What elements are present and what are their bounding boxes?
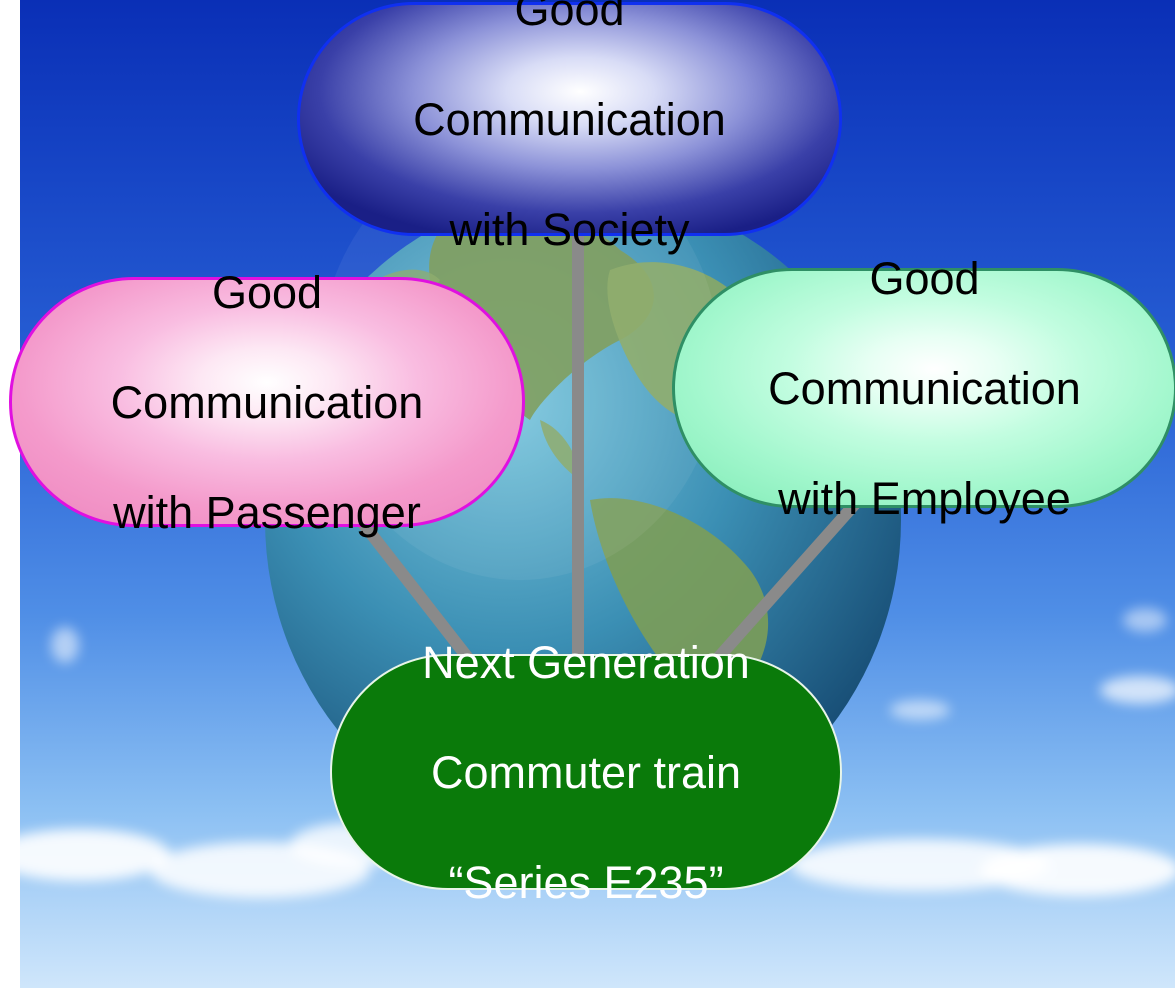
node-train-line-1: Next Generation <box>422 636 750 688</box>
connector-lines <box>357 232 860 662</box>
node-society-line-1: Good <box>514 0 625 35</box>
connector-train-employee <box>713 500 860 662</box>
node-employee-line-2: Communication <box>768 362 1081 414</box>
node-train: Next Generation Commuter train “Series E… <box>330 637 842 908</box>
node-train-text: Next Generation Commuter train “Series E… <box>422 580 750 965</box>
connector-train-passenger <box>357 518 473 662</box>
node-society-text: Good Communication with Society <box>413 0 726 312</box>
node-passenger-line-3: with Passenger <box>113 486 421 538</box>
node-society-line-3: with Society <box>449 203 690 255</box>
node-passenger-line-2: Communication <box>110 376 424 428</box>
node-passenger-text: Good Communication with Passenger <box>111 210 424 595</box>
node-employee: Good Communication with Employee <box>672 253 1175 524</box>
node-passenger: Good Communication with Passenger <box>9 267 525 538</box>
node-society: Good Communication with Society <box>297 0 842 255</box>
node-employee-text: Good Communication with Employee <box>768 196 1081 581</box>
node-employee-line-3: with Employee <box>778 472 1071 524</box>
node-train-line-3: “Series E235” <box>448 856 724 908</box>
node-train-line-2: Commuter train <box>430 746 742 798</box>
node-society-line-2: Communication <box>413 93 726 145</box>
node-passenger-line-1: Good <box>211 266 323 318</box>
cloud-bank <box>20 608 1175 898</box>
node-employee-line-1: Good <box>869 252 980 304</box>
